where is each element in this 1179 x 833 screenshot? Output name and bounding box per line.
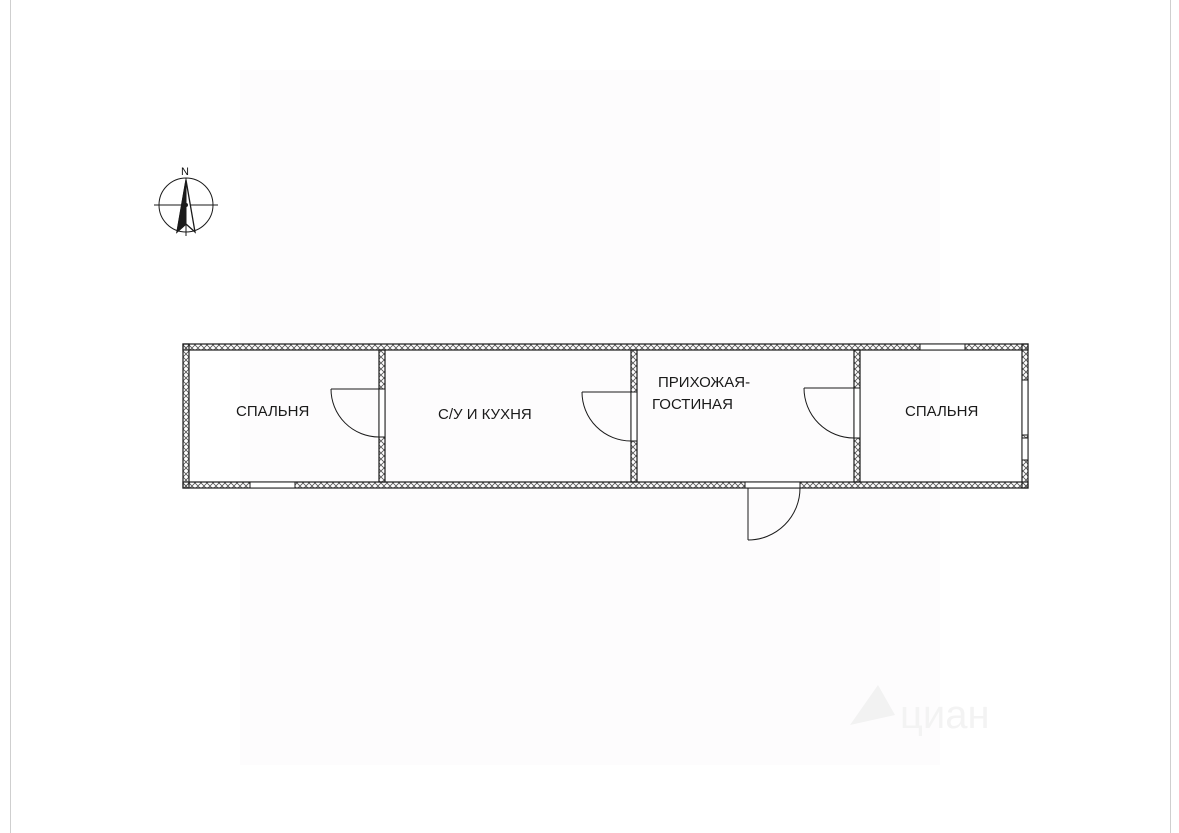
background-panel (240, 70, 940, 765)
room-label-bedroom-left: СПАЛЬНЯ (236, 403, 309, 420)
room-label-bedroom-right: СПАЛЬНЯ (905, 403, 978, 420)
room-label-hall-line2: ГОСТИНАЯ (652, 396, 733, 413)
doors (330, 387, 861, 541)
watermark-text: циан (900, 693, 990, 737)
room-label-hall-line1: ПРИХОЖАЯ- (658, 374, 750, 391)
wall-openings (249, 343, 1029, 489)
door-kitchen-icon (581, 391, 638, 442)
cian-logo-icon (850, 685, 895, 725)
door-entrance-icon (747, 487, 801, 541)
room-label-bathroom-kitchen: С/У И КУХНЯ (438, 406, 532, 423)
north-arrow-icon (154, 177, 218, 236)
door-bedroom-left-icon (330, 388, 386, 438)
compass-north-label: N (181, 166, 189, 178)
door-hall-icon (803, 387, 861, 439)
